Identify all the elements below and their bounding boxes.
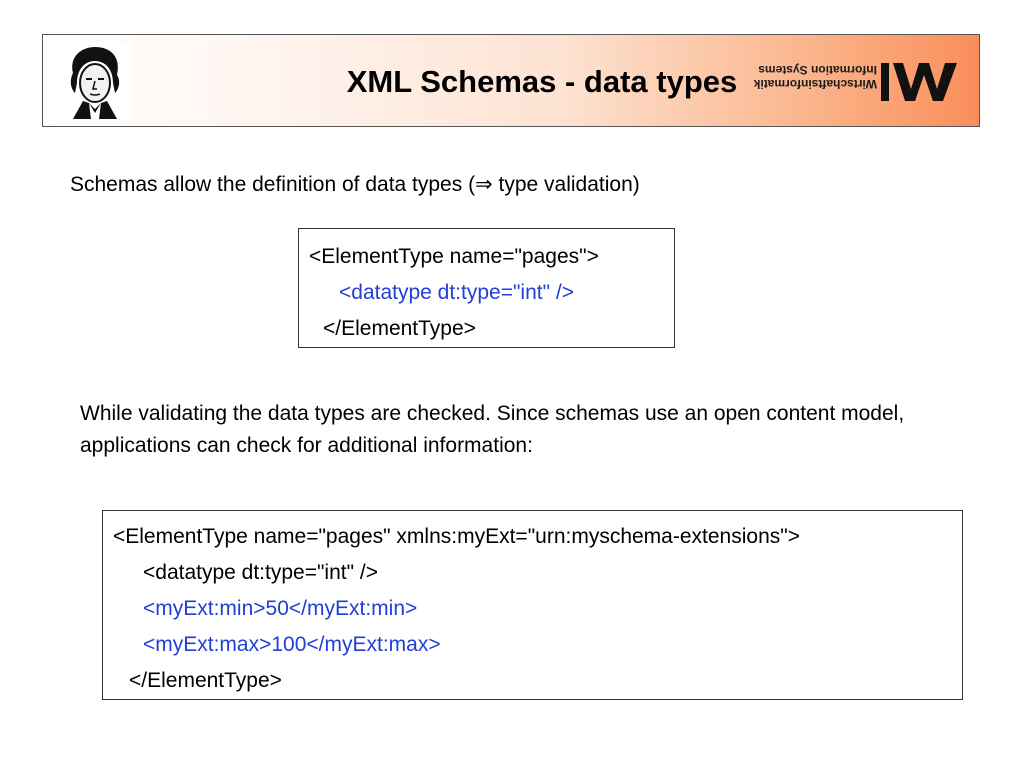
logo: Wirtschaftsinformatik Information System… bbox=[753, 61, 961, 107]
code-line: </ElementType> bbox=[129, 669, 282, 692]
code-line: <ElementType name="pages" xmlns:myExt="u… bbox=[113, 525, 800, 548]
code-line: <myExt:min>50</myExt:min> bbox=[143, 597, 418, 620]
logo-icon bbox=[881, 63, 957, 101]
code-line: <datatype dt:type="int" /> bbox=[339, 281, 574, 304]
logo-text-line-2: Information Systems bbox=[758, 63, 877, 77]
code-line: <datatype dt:type="int" /> bbox=[143, 561, 378, 584]
body-paragraph: While validating the data types are chec… bbox=[80, 402, 905, 457]
logo-text-line-1: Wirtschaftsinformatik bbox=[753, 77, 877, 91]
code-line: <ElementType name="pages"> bbox=[309, 245, 599, 268]
portrait-icon bbox=[59, 43, 131, 119]
code-line: <myExt:max>100</myExt:max> bbox=[143, 633, 441, 656]
code-example-simple: <ElementType name="pages"> <datatype dt:… bbox=[298, 228, 675, 348]
logo-text: Wirtschaftsinformatik Information System… bbox=[753, 63, 877, 91]
slide-header: XML Schemas - data types Wirtschaftsinfo… bbox=[42, 34, 980, 127]
intro-text: Schemas allow the definition of data typ… bbox=[70, 173, 640, 196]
page-title: XML Schemas - data types bbox=[346, 64, 738, 99]
code-example-extended: <ElementType name="pages" xmlns:myExt="u… bbox=[102, 510, 963, 700]
code-line: </ElementType> bbox=[323, 317, 476, 340]
